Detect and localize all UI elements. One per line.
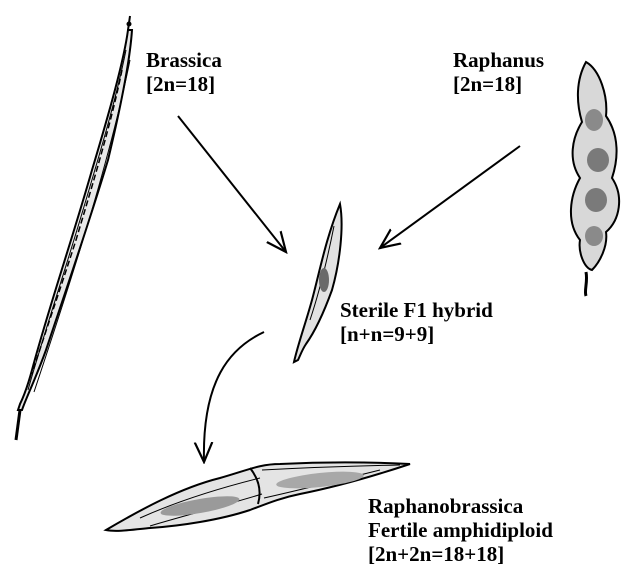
raphanus-label: Raphanus [2n=18] (453, 48, 544, 96)
arrow-raphanus-to-hybrid (380, 146, 520, 248)
f1-hybrid-name: Sterile F1 hybrid (340, 298, 493, 322)
amphidiploid-chromosomes: [2n+2n=18+18] (368, 542, 553, 566)
arrow-hybrid-to-amphidiploid (204, 332, 264, 462)
f1-hybrid-label: Sterile F1 hybrid [n+n=9+9] (340, 298, 493, 346)
amphidiploid-description: Fertile amphidiploid (368, 518, 553, 542)
brassica-label: Brassica [2n=18] (146, 48, 222, 96)
raphanus-chromosomes: [2n=18] (453, 72, 544, 96)
arrow-brassica-to-hybrid (178, 116, 286, 252)
brassica-chromosomes: [2n=18] (146, 72, 222, 96)
brassica-pod-illustration (16, 16, 132, 440)
raphanobrassica-pod-illustration (106, 463, 410, 531)
raphanus-pod-illustration (571, 62, 619, 296)
amphidiploid-label: Raphanobrassica Fertile amphidiploid [2n… (368, 494, 553, 566)
f1-hybrid-chromosomes: [n+n=9+9] (340, 322, 493, 346)
raphanus-name: Raphanus (453, 48, 544, 72)
amphidiploid-name: Raphanobrassica (368, 494, 553, 518)
brassica-name: Brassica (146, 48, 222, 72)
f1-hybrid-pod-illustration (294, 204, 342, 362)
